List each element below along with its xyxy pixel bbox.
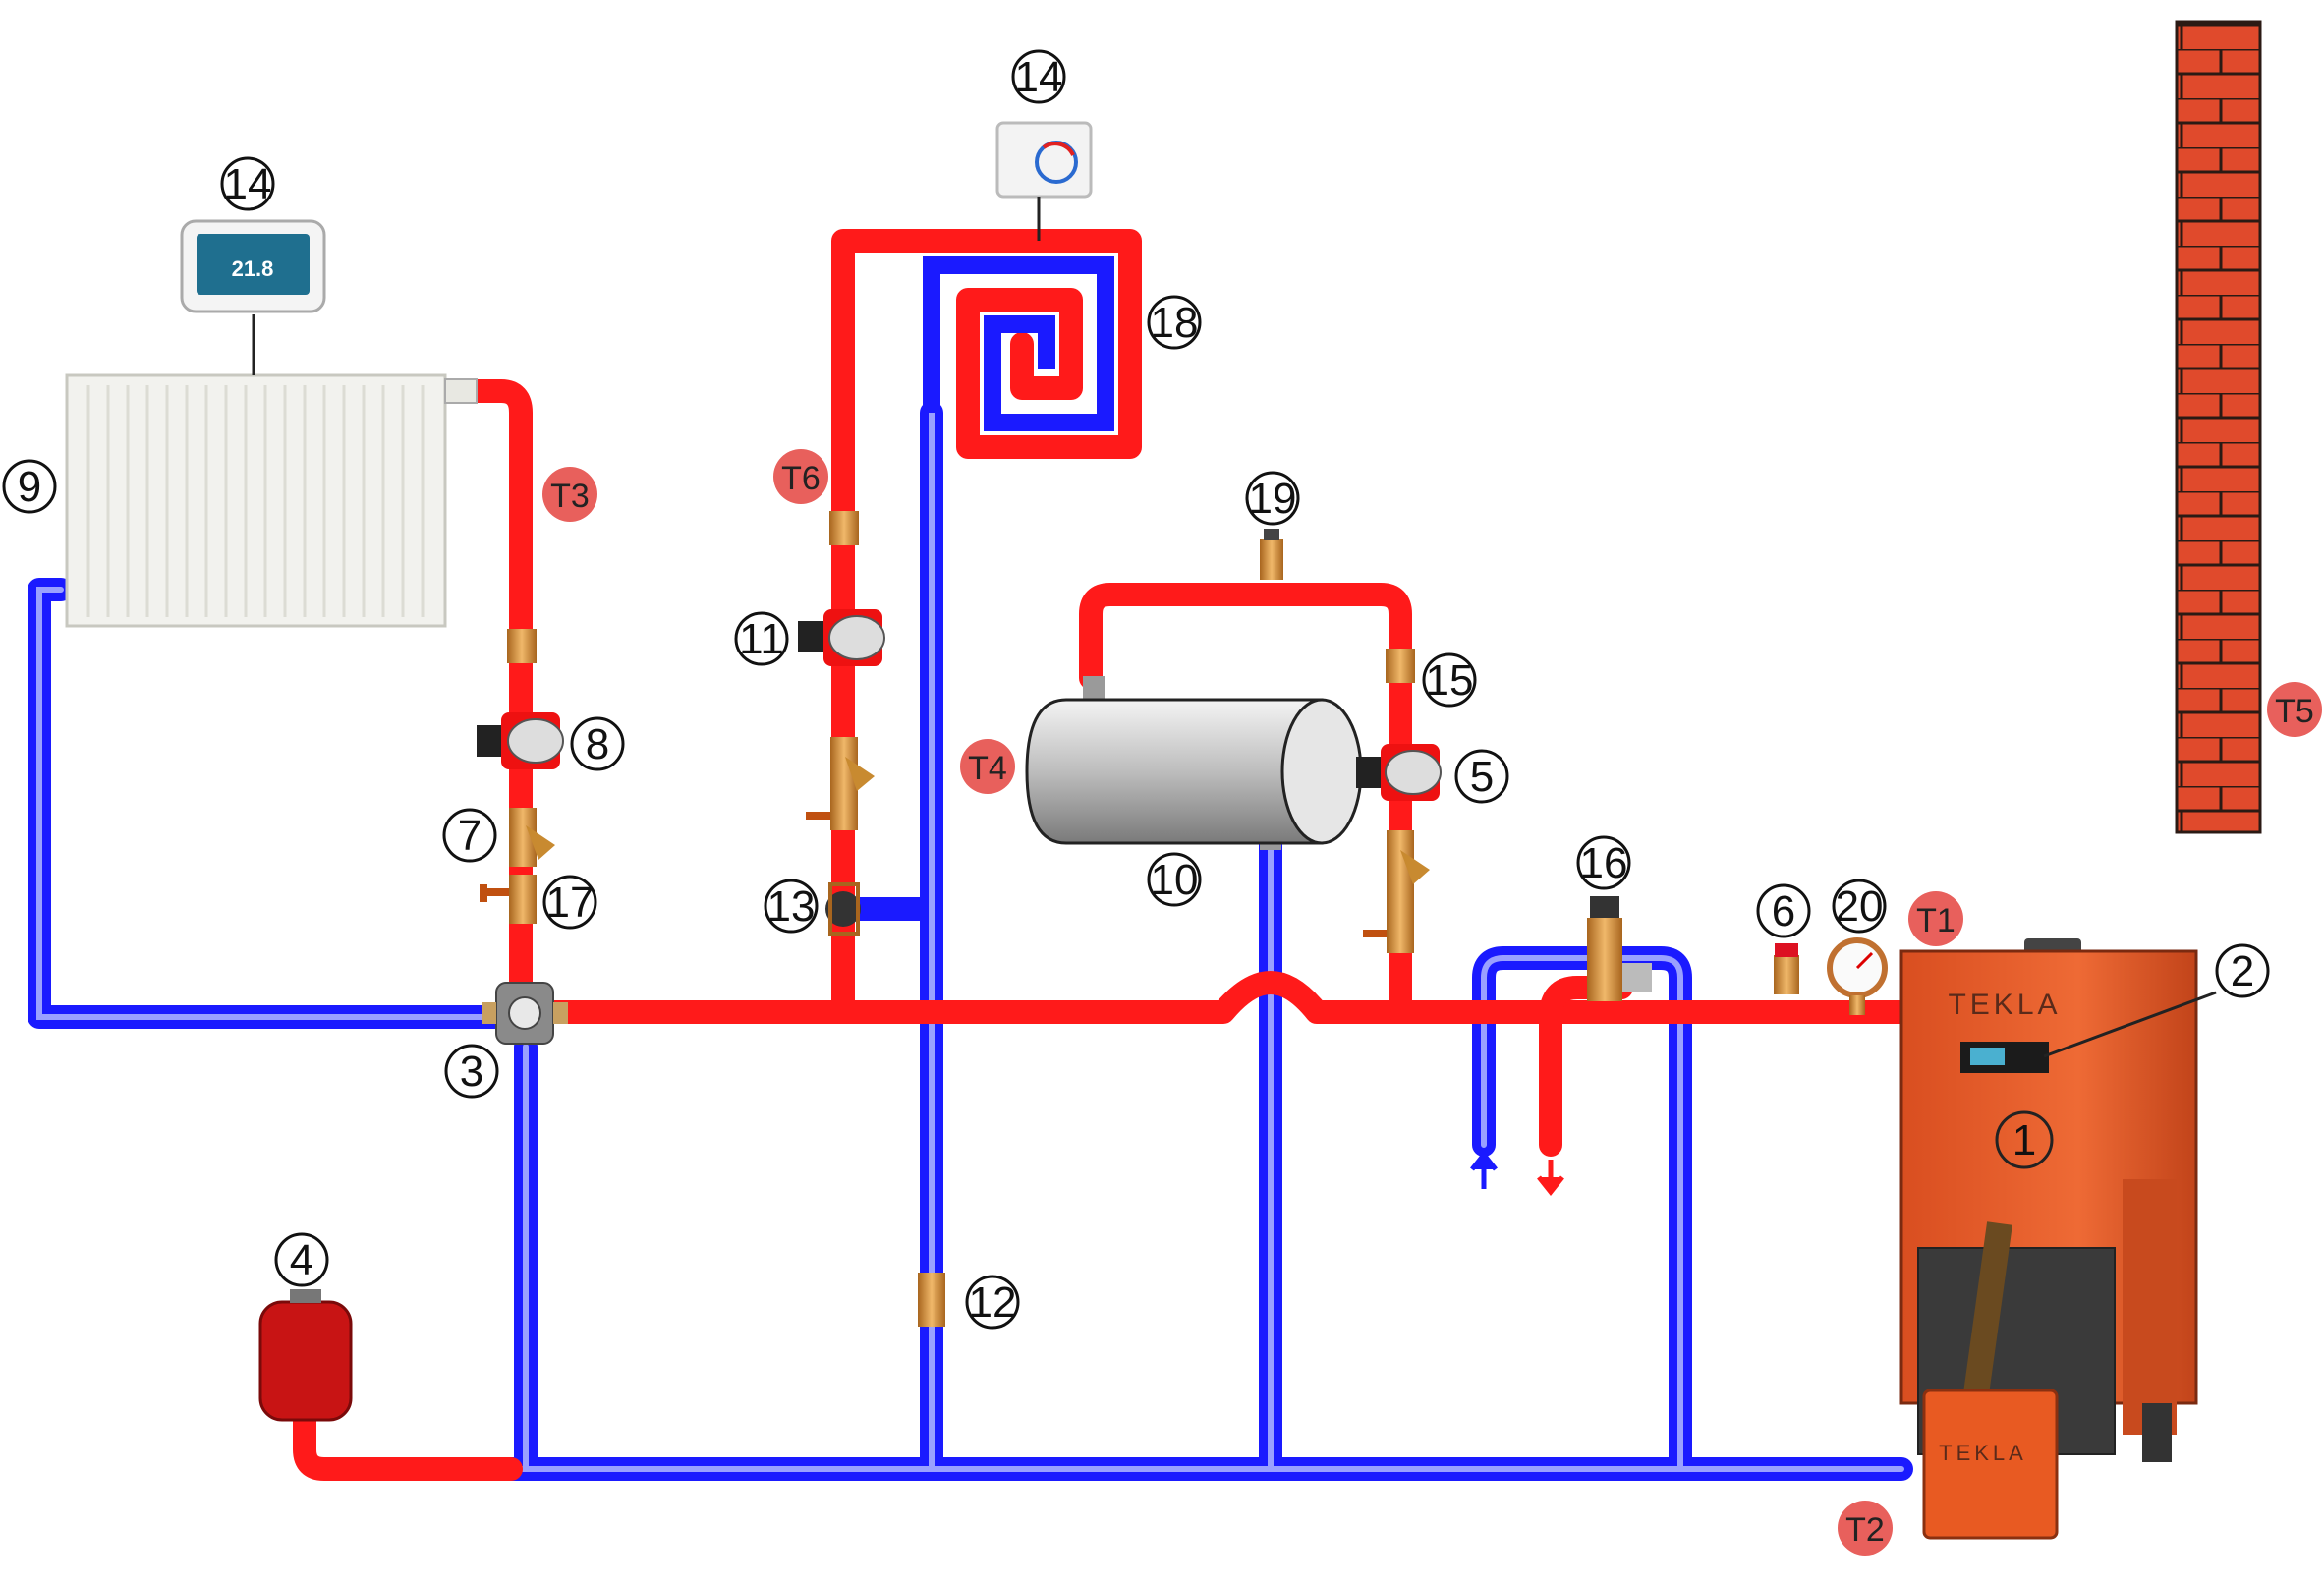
- svg-text:14: 14: [224, 160, 272, 208]
- label-7: 7: [442, 808, 497, 863]
- label-13: 13: [764, 879, 819, 934]
- filter-valve-11: [806, 737, 875, 830]
- circulation-pump-8: [477, 629, 564, 769]
- circulation-pump-5: [1356, 649, 1442, 801]
- filter-valve-5: [1363, 830, 1430, 953]
- radiator-flow-pipe: [465, 379, 533, 1009]
- temperature-sensors: T3 T6 T4 T5 T1 T2: [542, 449, 2322, 1556]
- label-5: 5: [1454, 749, 1509, 804]
- fuel-feed-tube: [1960, 1221, 2012, 1417]
- svg-text:T6: T6: [781, 460, 821, 497]
- label-15: 15: [1422, 652, 1477, 708]
- expansion-vessel: [258, 1289, 353, 1422]
- svg-text:9: 9: [18, 463, 41, 511]
- air-vent-19: [1260, 529, 1283, 580]
- svg-text:T5: T5: [2275, 693, 2314, 730]
- brick-wall: [2175, 20, 2262, 834]
- svg-text:5: 5: [1470, 753, 1494, 801]
- svg-text:11: 11: [739, 615, 784, 663]
- svg-text:T2: T2: [1845, 1511, 1885, 1549]
- sensor-t6: T6: [773, 449, 828, 504]
- floor-heating-cold: [923, 256, 1114, 431]
- main-flow-pipe: [529, 971, 1913, 1024]
- pressure-gauge-20: [1827, 937, 1888, 1015]
- hot-pipes: [293, 229, 1913, 1481]
- svg-text:4: 4: [290, 1236, 313, 1284]
- svg-text:T1: T1: [1916, 902, 1956, 939]
- svg-text:1: 1: [2012, 1116, 2036, 1164]
- label-8: 8: [570, 716, 625, 771]
- svg-text:20: 20: [1836, 882, 1884, 931]
- arrow-up-icon: [1470, 1150, 1498, 1189]
- pellet-boiler: TEKLA TEKLA: [1899, 938, 2198, 1540]
- flow-arrows: [1470, 1150, 1564, 1197]
- label-19: 19: [1245, 471, 1300, 526]
- burner-brand: TEKLA: [1939, 1441, 2027, 1465]
- tank-flow-loop: [1079, 583, 1412, 1024]
- svg-text:17: 17: [546, 879, 595, 927]
- svg-text:10: 10: [1151, 856, 1199, 904]
- label-20: 20: [1832, 879, 1887, 934]
- bypass-hot-pipe: [1539, 976, 1633, 1157]
- label-6: 6: [1756, 883, 1811, 938]
- radiator: [65, 373, 478, 628]
- sensor-t4: T4: [960, 739, 1015, 794]
- svg-text:14: 14: [1015, 53, 1063, 101]
- bypass-cold-pipe: [1472, 946, 1692, 1481]
- boiler-brand: TEKLA: [1948, 989, 2061, 1021]
- svg-text:2: 2: [2231, 947, 2254, 995]
- room-thermostat-dial: [995, 121, 1093, 198]
- svg-text:13: 13: [767, 882, 816, 931]
- label-3: 3: [444, 1044, 499, 1099]
- radiator-return-pipe: [28, 578, 518, 1029]
- svg-text:18: 18: [1151, 299, 1199, 347]
- label-9: 9: [2, 459, 57, 514]
- svg-text:12: 12: [969, 1278, 1017, 1327]
- thermostat-display: 21.8: [232, 256, 274, 281]
- label-1: 1: [1995, 1110, 2054, 1169]
- check-valve-13: [825, 882, 861, 936]
- filter-7: [509, 808, 555, 867]
- label-14-top: 14: [1011, 49, 1066, 104]
- svg-text:16: 16: [1580, 839, 1628, 887]
- label-18: 18: [1147, 295, 1202, 350]
- room-thermostat-digital: 21.8: [180, 219, 326, 313]
- fitting-12: [918, 1273, 945, 1327]
- svg-text:8: 8: [586, 720, 609, 768]
- label-4: 4: [274, 1232, 329, 1287]
- sensor-t2: T2: [1838, 1501, 1893, 1556]
- svg-text:T3: T3: [550, 478, 590, 515]
- number-labels: 9 14 14 18 19 15 5 11 13 10 8 7 17 3 4 1…: [2, 49, 2270, 1330]
- circulation-pump-11: [798, 511, 885, 666]
- svg-text:T4: T4: [968, 750, 1007, 787]
- storage-tank: [1025, 676, 1363, 850]
- svg-text:19: 19: [1249, 475, 1297, 523]
- floor-heating-hot: [831, 229, 1142, 459]
- arrow-down-icon: [1537, 1160, 1564, 1197]
- thermal-valve-16: [1587, 896, 1652, 1001]
- label-16: 16: [1576, 835, 1631, 890]
- label-11: 11: [734, 611, 789, 666]
- expansion-pipe: [293, 1403, 523, 1481]
- label-12: 12: [965, 1275, 1020, 1330]
- label-17: 17: [542, 875, 597, 930]
- sensor-t3: T3: [542, 467, 597, 522]
- svg-text:6: 6: [1772, 887, 1795, 936]
- svg-text:7: 7: [458, 812, 482, 860]
- label-2: 2: [2215, 943, 2270, 998]
- mixing-valve-3: [482, 982, 568, 1045]
- ball-valve-17: [480, 875, 537, 924]
- svg-text:15: 15: [1426, 656, 1474, 705]
- leader-line-2: [2043, 991, 2217, 1058]
- label-10: 10: [1147, 852, 1202, 907]
- label-14-left: 14: [220, 156, 275, 211]
- sensor-t5: T5: [2267, 682, 2322, 737]
- safety-valve-6: [1774, 943, 1799, 994]
- sensor-t1: T1: [1908, 891, 1963, 946]
- svg-text:3: 3: [460, 1048, 483, 1096]
